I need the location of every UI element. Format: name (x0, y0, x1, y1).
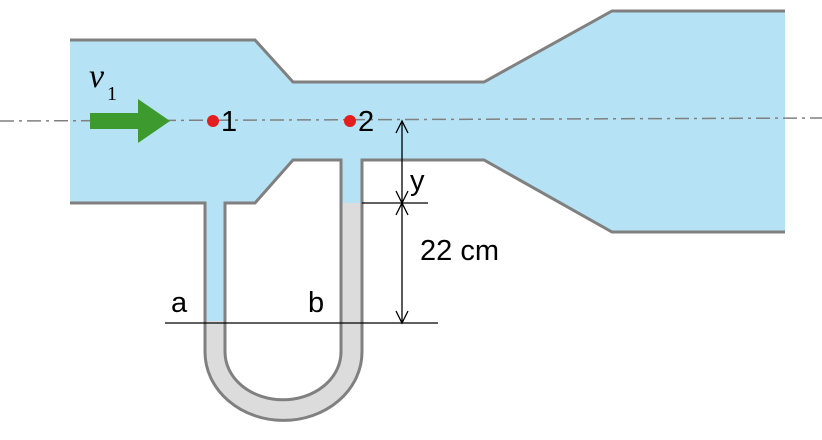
pipe-bottom-wall-right (360, 158, 785, 352)
arrow-right-icon (90, 99, 170, 143)
point-2-label: 2 (358, 106, 374, 138)
velocity-subscript: 1 (107, 83, 117, 105)
red-dot-icon (344, 115, 356, 127)
pipe-bottom-wall-mid (223, 158, 343, 352)
pipe-water (70, 11, 785, 232)
manometer-fluid (205, 203, 362, 421)
level-a-label: a (171, 287, 188, 319)
height-y-label: y (410, 165, 425, 197)
pipe-top-wall (70, 9, 785, 84)
pipe-bottom-wall-left (70, 201, 207, 352)
dimension-22cm (395, 201, 409, 325)
height-value-label: 22 cm (420, 235, 499, 267)
red-dot-icon (207, 115, 219, 127)
level-b-label: b (308, 287, 324, 319)
u-tube-inner-bend (223, 351, 343, 402)
velocity-label: v (89, 58, 105, 95)
point-1-label: 1 (221, 106, 237, 138)
manometer-left-water (205, 200, 225, 323)
manometer-right-water (341, 158, 362, 203)
u-tube-outer-bend (203, 351, 364, 422)
